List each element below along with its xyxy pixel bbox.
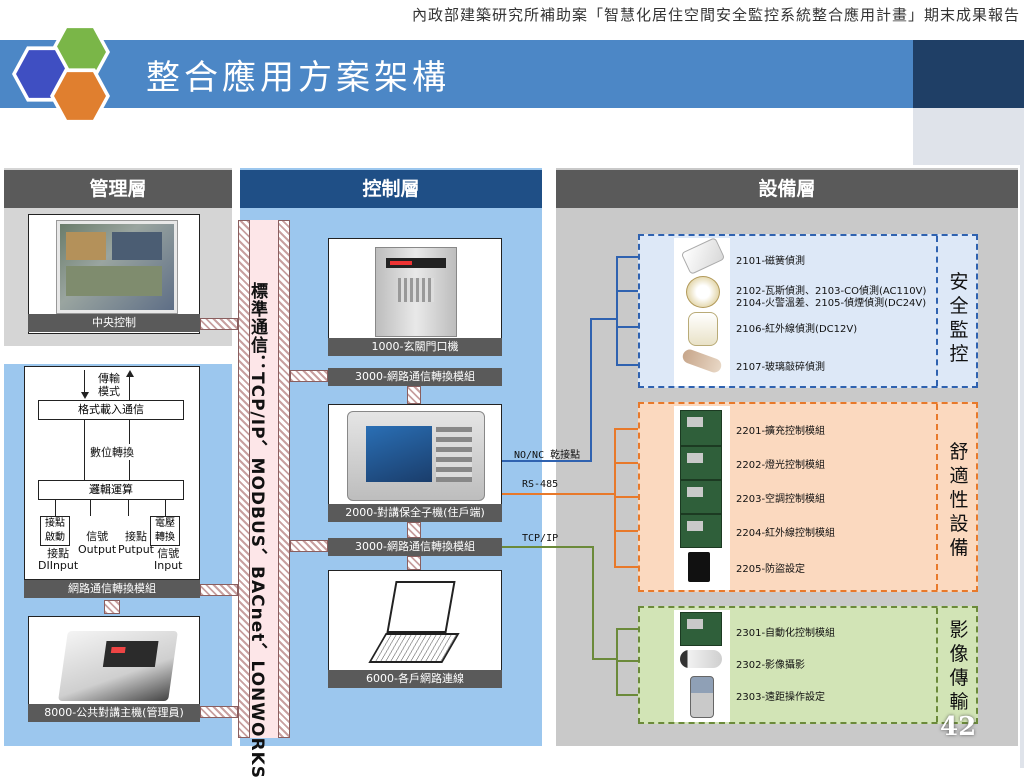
security-item-3: 2104-火警溫差、2105-偵煙偵測(DC24V): [736, 298, 927, 309]
intercom-sub-image: [347, 411, 485, 501]
nonc-label: NO/NC 乾接點: [514, 450, 581, 461]
rs485-wire-h: [502, 493, 616, 495]
comfort-item-4: 2204-紅外線控制模組: [736, 528, 836, 539]
door-unit-caption: 1000-玄關門口機: [328, 338, 502, 356]
contact-start-box: 接點 啟動: [40, 516, 70, 546]
signal-output-label: 信號 Output: [78, 530, 117, 556]
signal-input-label: 信號 Input: [154, 547, 183, 572]
laptop-image: [368, 581, 460, 671]
intercom-host-caption: 8000-公共對講主機(管理員): [28, 704, 200, 722]
comfort-item-5: 2205-防盜設定: [736, 564, 806, 575]
door-unit-box: [328, 238, 502, 356]
infrared-board-icon: [680, 514, 722, 548]
title-bar: [0, 40, 913, 108]
hatch-connector-c2v: [407, 522, 421, 538]
hatch-connector-c3v: [407, 556, 421, 570]
title-bar-accent: [913, 40, 1024, 108]
camera-icon: [680, 650, 722, 668]
security-item-4: 2106-紅外線偵測(DC12V): [736, 324, 858, 335]
control-header: 控制層: [240, 170, 542, 208]
nonc-wire-h: [502, 460, 592, 462]
rs485-label: RS-485: [522, 479, 559, 490]
comfort-category: 舒適性設備: [949, 441, 969, 559]
comm-module-2-caption: 3000-網路通信轉換模組: [328, 538, 502, 556]
video-item-2: 2302-影像攝影: [736, 660, 806, 671]
comfort-item-2: 2202-燈光控制模組: [736, 460, 826, 471]
aircon-board-icon: [680, 480, 722, 514]
management-header: 管理層: [4, 170, 232, 208]
smoke-detector-icon: [686, 276, 720, 308]
page-title: 整合應用方案架構: [146, 58, 450, 98]
hatch-connector-h3: [200, 706, 238, 718]
tcpip-wire-h: [502, 546, 594, 548]
security-item-5: 2107-玻璃敲碎偵測: [736, 362, 826, 373]
network-module-caption: 網路通信轉換模組: [24, 580, 200, 598]
contact-putput-label: 接點 Putput: [118, 530, 154, 556]
network-link-box: [328, 570, 502, 688]
hexagon-logo: [12, 24, 124, 124]
automation-board-icon: [680, 612, 722, 646]
hatch-connector-c1: [290, 370, 328, 382]
equipment-header: 設備層: [556, 170, 1018, 208]
lighting-board-icon: [680, 446, 722, 480]
hatch-connector-h1: [200, 318, 238, 330]
voltage-convert-box: 電壓 轉換: [150, 516, 180, 546]
intercom-sub-box: [328, 404, 502, 522]
video-category: 影像傳輸: [949, 619, 969, 713]
door-unit-image: [375, 247, 457, 337]
report-title: 內政部建築研究所補助案「智慧化居住空間安全監控系統整合應用計畫」期末成果報告: [411, 6, 1020, 24]
phone-icon: [690, 676, 714, 718]
hatch-connector-v1: [104, 600, 120, 614]
tcpip-label: TCP/IP: [522, 533, 559, 544]
security-item-2: 2102-瓦斯偵測、2103-CO偵測(AC110V): [736, 286, 927, 297]
hatch-connector-h2: [200, 584, 238, 596]
hatch-connector-c1v: [407, 386, 421, 404]
comfort-item-3: 2203-空調控制模組: [736, 494, 826, 505]
intercom-sub-caption: 2000-對講保全子機(住戶端): [328, 504, 502, 522]
page-number: 42: [940, 712, 977, 742]
comm-module-1-caption: 3000-網路通信轉換模組: [328, 368, 502, 386]
comfort-item-1: 2201-擴充控制模組: [736, 426, 826, 437]
keypad-icon: [688, 552, 710, 582]
contact-diinput-label: 接點 DIInput: [38, 547, 79, 572]
nonc-wire-v: [590, 318, 592, 462]
expansion-board-icon: [680, 410, 722, 446]
transfer-mode-label: 傳輸 模式: [98, 372, 120, 398]
hatch-connector-c2: [290, 540, 328, 552]
network-link-caption: 6000-各戶網路連線: [328, 670, 502, 688]
side-strip-edge: [1020, 165, 1024, 768]
intercom-host-image: [58, 631, 178, 701]
security-item-1: 2101-磁簧偵測: [736, 256, 806, 267]
central-control-caption: 中央控制: [28, 314, 200, 332]
video-item-3: 2303-遠距操作設定: [736, 692, 826, 703]
format-load-box: 格式載入通信: [38, 400, 184, 420]
infrared-sensor-icon: [688, 312, 718, 346]
video-item-1: 2301-自動化控制模組: [736, 628, 836, 639]
side-strip: [913, 108, 1024, 165]
monitor-screen-image: [57, 221, 177, 313]
security-category: 安全監控: [949, 271, 969, 365]
digital-convert-label: 數位轉換: [90, 444, 134, 460]
bus-label: 標準通信：TCP/IP、MODBUS、BACnet、LONWORKS: [247, 282, 267, 779]
logic-calc-box: 邏輯運算: [38, 480, 184, 500]
